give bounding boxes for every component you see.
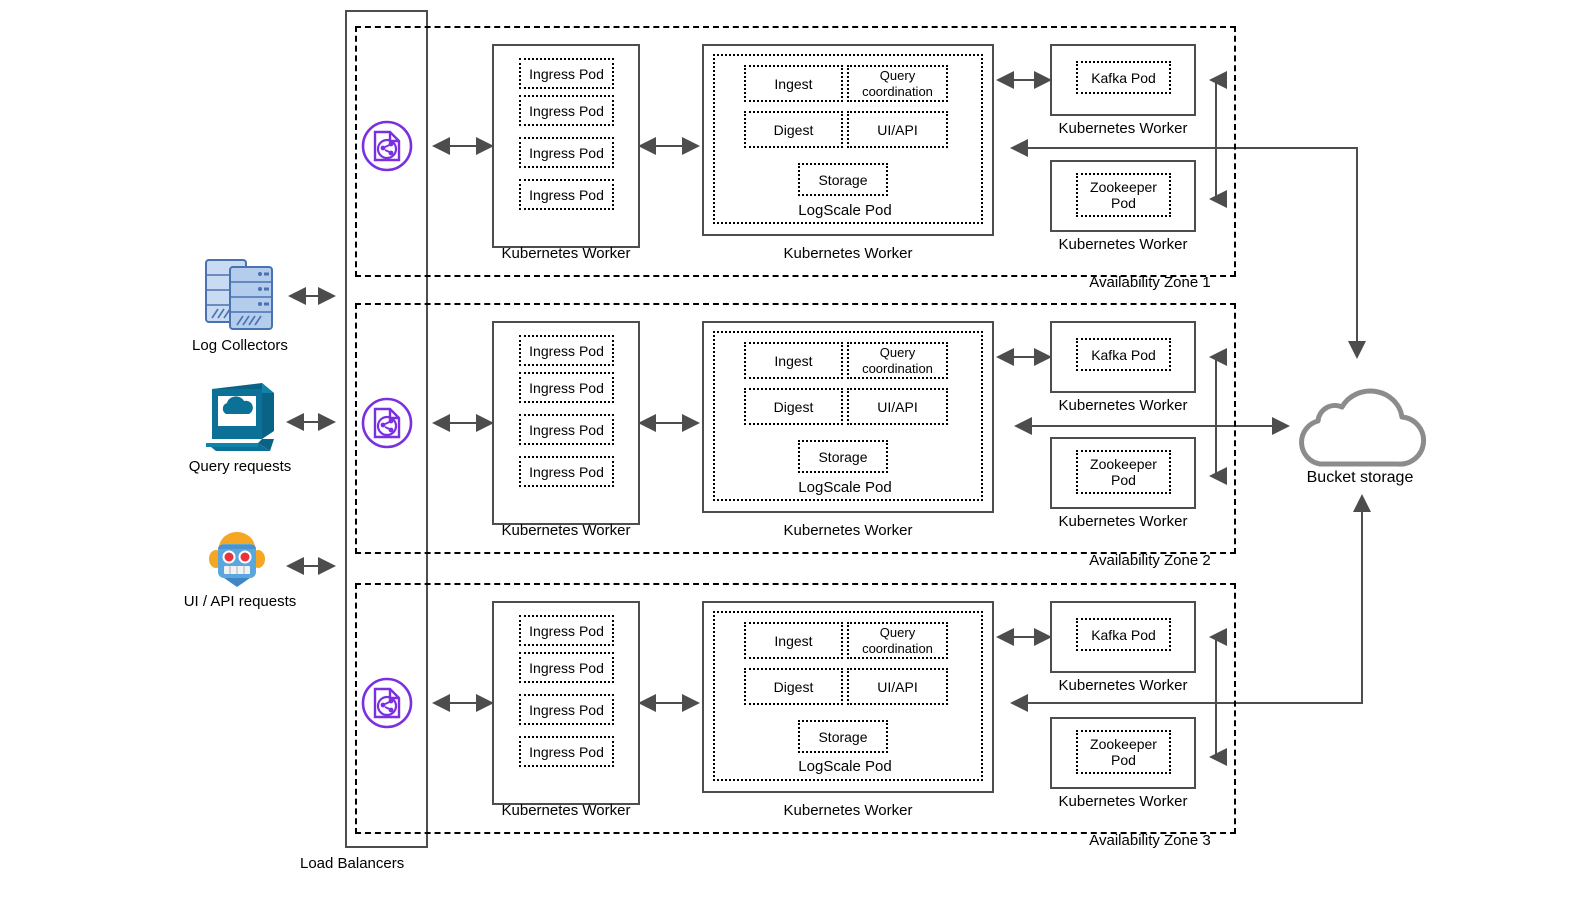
- az2-logscale-pod-label: LogScale Pod: [798, 479, 892, 496]
- az1-zookeeper-worker-label: Kubernetes Worker: [1058, 236, 1188, 253]
- robot-icon: [209, 532, 265, 587]
- az1-ingress-worker-label: Kubernetes Worker: [501, 245, 631, 262]
- az3-component-ui-api: UI/API: [847, 668, 948, 705]
- az2-ingress-worker-label: Kubernetes Worker: [501, 522, 631, 539]
- az3-kafka-worker-label: Kubernetes Worker: [1058, 677, 1188, 694]
- az1-component-ui-api: UI/API: [847, 111, 948, 148]
- az3-zookeeper-worker-label: Kubernetes Worker: [1058, 793, 1188, 810]
- az1-kafka-worker: [1050, 44, 1196, 116]
- availability-zone-3-label: Availability Zone 3: [1089, 832, 1211, 849]
- az3-logscale-pod-label: LogScale Pod: [798, 758, 892, 775]
- availability-zone-3: [355, 583, 1236, 834]
- az2-zookeeper-worker-label: Kubernetes Worker: [1058, 513, 1188, 530]
- az2-logscale-pod: [713, 331, 983, 501]
- az1-component-storage: Storage: [798, 163, 888, 196]
- server-stack-icon: [205, 259, 273, 330]
- az3-component-storage: Storage: [798, 720, 888, 753]
- az1-component-digest: Digest: [744, 111, 843, 148]
- az1-logscale-pod-label: LogScale Pod: [798, 202, 892, 219]
- az2-ingress-pod-1: Ingress Pod: [519, 335, 614, 366]
- az2-kafka-worker-label: Kubernetes Worker: [1058, 397, 1188, 414]
- az1-logscale-pod: [713, 54, 983, 224]
- az3-ingress-pod-3: Ingress Pod: [519, 694, 614, 725]
- query-requests-label: Query requests: [188, 458, 292, 475]
- az2-component-query-coordination: Query coordination: [847, 342, 948, 379]
- az1-component-query-coordination: Query coordination: [847, 65, 948, 102]
- az1-logscale-worker-label: Kubernetes Worker: [783, 245, 913, 262]
- az3-ingress-pod-1: Ingress Pod: [519, 615, 614, 646]
- az2-zookeeper-pod: Zookeeper Pod: [1076, 450, 1171, 494]
- ui-api-requests-label: UI / API requests: [183, 593, 297, 610]
- az3-ingress-worker-label: Kubernetes Worker: [501, 802, 631, 819]
- az2-component-ui-api: UI/API: [847, 388, 948, 425]
- monitor-cloud-icon: [206, 383, 274, 451]
- az3-kafka-pod: Kafka Pod: [1076, 618, 1171, 651]
- az3-logscale-pod: [713, 611, 983, 781]
- az1-kafka-worker-label: Kubernetes Worker: [1058, 120, 1188, 137]
- az1-ingress-pod-1: Ingress Pod: [519, 58, 614, 89]
- az2-ingress-pod-4: Ingress Pod: [519, 456, 614, 487]
- az1-ingress-pod-2: Ingress Pod: [519, 95, 614, 126]
- az2-component-digest: Digest: [744, 388, 843, 425]
- az1-zookeeper-pod: Zookeeper Pod: [1076, 173, 1171, 217]
- bucket-storage-label: Bucket storage: [1306, 469, 1414, 486]
- load-balancers-label: Load Balancers: [300, 855, 405, 872]
- az3-component-digest: Digest: [744, 668, 843, 705]
- az2-ingress-pod-2: Ingress Pod: [519, 372, 614, 403]
- az1-ingress-pod-3: Ingress Pod: [519, 137, 614, 168]
- az3-ingress-pod-2: Ingress Pod: [519, 652, 614, 683]
- az3-logscale-worker-label: Kubernetes Worker: [783, 802, 913, 819]
- availability-zone-2: [355, 303, 1236, 554]
- availability-zone-1: [355, 26, 1236, 277]
- log-collectors-label: Log Collectors: [192, 337, 288, 354]
- az2-kafka-pod: Kafka Pod: [1076, 338, 1171, 371]
- az3-component-query-coordination: Query coordination: [847, 622, 948, 659]
- availability-zone-2-label: Availability Zone 2: [1089, 552, 1211, 569]
- az2-component-ingest: Ingest: [744, 342, 843, 379]
- az1-kafka-pod: Kafka Pod: [1076, 61, 1171, 94]
- az2-component-storage: Storage: [798, 440, 888, 473]
- az2-logscale-worker-label: Kubernetes Worker: [783, 522, 913, 539]
- az3-zookeeper-pod: Zookeeper Pod: [1076, 730, 1171, 774]
- az3-component-ingest: Ingest: [744, 622, 843, 659]
- az2-ingress-pod-3: Ingress Pod: [519, 414, 614, 445]
- availability-zone-1-label: Availability Zone 1: [1089, 274, 1211, 291]
- cloud-icon: [1299, 388, 1427, 467]
- az1-component-ingest: Ingest: [744, 65, 843, 102]
- az1-ingress-pod-4: Ingress Pod: [519, 179, 614, 210]
- az3-ingress-pod-4: Ingress Pod: [519, 736, 614, 767]
